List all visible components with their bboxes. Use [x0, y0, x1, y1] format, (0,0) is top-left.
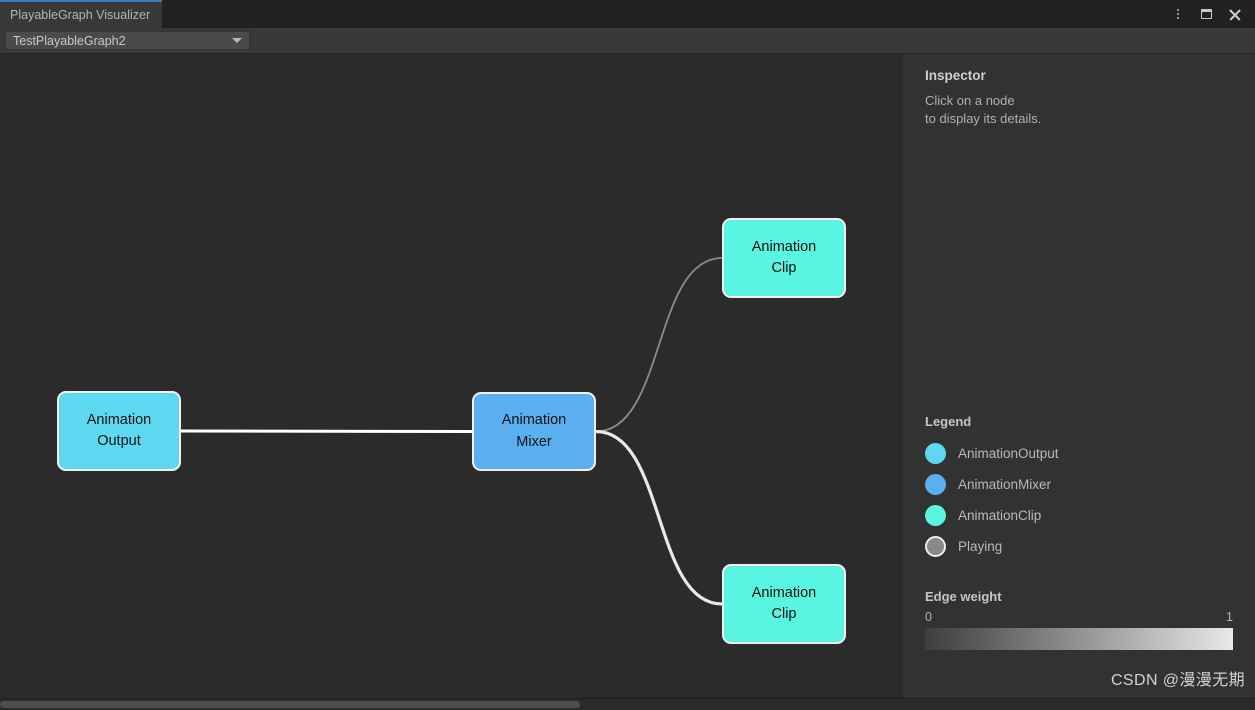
- legend-swatch-icon: [925, 474, 946, 495]
- edge-weight-max-label: 1: [1226, 610, 1233, 624]
- legend-item-label: AnimationOutput: [958, 446, 1059, 461]
- maximize-icon[interactable]: [1193, 1, 1219, 27]
- horizontal-scrollbar-thumb[interactable]: [0, 701, 580, 708]
- graph-selector-value: TestPlayableGraph2: [13, 33, 126, 48]
- legend-item: AnimationClip: [925, 500, 1233, 531]
- tab-playablegraph-visualizer[interactable]: PlayableGraph Visualizer: [0, 0, 163, 28]
- window-controls: [1165, 0, 1255, 28]
- legend-swatch-icon: [925, 505, 946, 526]
- graph-selector-dropdown[interactable]: TestPlayableGraph2: [5, 31, 250, 50]
- inspector-hint-line-1: Click on a node: [925, 93, 1015, 108]
- graph-edge-edge-mixer-clip1: [595, 257, 723, 433]
- edge-weight-title: Edge weight: [925, 589, 1002, 604]
- horizontal-scrollbar[interactable]: [0, 698, 1255, 710]
- edge-weight-ticks: 0 1: [925, 610, 1233, 624]
- tab-label: PlayableGraph Visualizer: [10, 8, 151, 22]
- legend-swatch-icon: [925, 443, 946, 464]
- legend-item: AnimationMixer: [925, 469, 1233, 500]
- graph-edge-edge-mixer-clip2: [594, 429, 724, 606]
- toolbar: TestPlayableGraph2: [0, 28, 1255, 54]
- legend-item-label: AnimationClip: [958, 508, 1042, 523]
- edge-weight-gradient-bar: [925, 628, 1233, 650]
- legend-title: Legend: [925, 414, 972, 429]
- titlebar-spacer: [162, 0, 1165, 28]
- legend-item-label: AnimationMixer: [958, 477, 1052, 492]
- legend-item: AnimationOutput: [925, 438, 1233, 469]
- kebab-menu-icon[interactable]: [1165, 1, 1191, 27]
- side-panel: Inspector Click on a node to display its…: [903, 54, 1255, 698]
- legend-swatch-icon: [925, 536, 946, 557]
- edge-weight-section: Edge weight 0 1: [903, 589, 1255, 650]
- inspector-hint-line-2: to display its details.: [925, 111, 1042, 127]
- inspector-section: Inspector Click on a node to display its…: [903, 54, 1255, 129]
- legend-item-label: Playing: [958, 539, 1003, 554]
- graph-edge-edge-output-mixer: [179, 429, 474, 433]
- watermark: CSDN @漫漫无期: [1110, 672, 1245, 689]
- chevron-down-icon: [232, 38, 242, 43]
- edge-weight-min-label: 0: [925, 610, 932, 624]
- title-bar: PlayableGraph Visualizer: [0, 0, 1255, 28]
- close-icon[interactable]: [1221, 1, 1247, 27]
- legend-item: Playing: [925, 531, 1233, 562]
- inspector-title: Inspector: [925, 68, 986, 83]
